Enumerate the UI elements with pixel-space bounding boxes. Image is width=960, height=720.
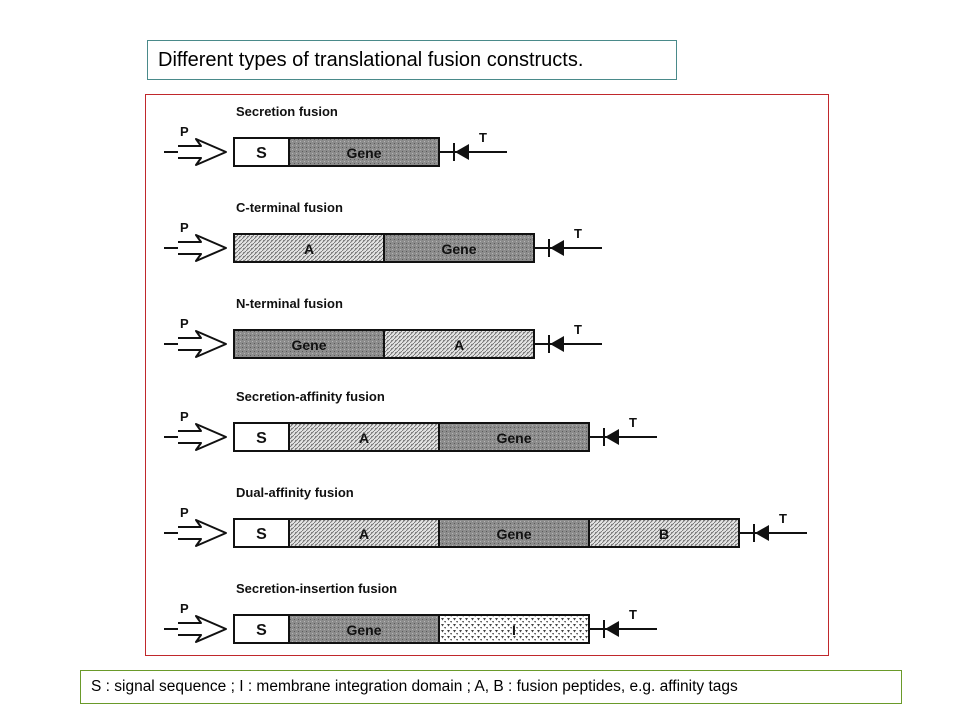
promoter-label: P bbox=[180, 124, 189, 139]
promoter-arrow-icon bbox=[178, 519, 227, 547]
construct-name: C-terminal fusion bbox=[236, 200, 343, 215]
promoter-label: P bbox=[180, 409, 189, 424]
terminator-icon bbox=[550, 336, 564, 352]
segment-label: Gene bbox=[441, 241, 476, 257]
promoter-arrow-icon bbox=[178, 234, 227, 262]
terminator-icon bbox=[605, 429, 619, 445]
terminator-icon bbox=[455, 144, 469, 160]
segment-label: I bbox=[512, 622, 516, 638]
segment-gene bbox=[233, 329, 385, 359]
terminator-label: T bbox=[629, 415, 637, 430]
segment-gene bbox=[438, 422, 590, 452]
promoter-label: P bbox=[180, 316, 189, 331]
construct-name: Secretion fusion bbox=[236, 104, 338, 119]
promoter-label: P bbox=[180, 601, 189, 616]
construct-name: N-terminal fusion bbox=[236, 296, 343, 311]
promoter-arrow-icon bbox=[178, 330, 227, 358]
segment-label: A bbox=[454, 337, 464, 353]
promoter-arrow-icon bbox=[178, 615, 227, 643]
construct-name: Dual-affinity fusion bbox=[236, 485, 354, 500]
promoter-arrow-icon bbox=[178, 423, 227, 451]
segment-label: Gene bbox=[496, 430, 531, 446]
construct-name: Secretion-insertion fusion bbox=[236, 581, 397, 596]
segment-label: S bbox=[256, 622, 267, 639]
segment-label: Gene bbox=[496, 526, 531, 542]
segment-gene bbox=[383, 233, 535, 263]
segment-gene bbox=[288, 614, 440, 644]
segment-affinity bbox=[588, 518, 740, 548]
legend: S : signal sequence ; I : membrane integ… bbox=[80, 670, 902, 704]
segment-signal bbox=[233, 614, 290, 644]
terminator-label: T bbox=[479, 130, 487, 145]
segment-label: Gene bbox=[346, 145, 381, 161]
segment-affinity bbox=[383, 329, 535, 359]
terminator-icon bbox=[605, 621, 619, 637]
terminator-icon bbox=[755, 525, 769, 541]
terminator-label: T bbox=[779, 511, 787, 526]
segment-label: S bbox=[256, 145, 267, 162]
segment-label: Gene bbox=[291, 337, 326, 353]
segment-label: A bbox=[304, 241, 314, 257]
construct-name: Secretion-affinity fusion bbox=[236, 389, 385, 404]
promoter-label: P bbox=[180, 505, 189, 520]
segment-affinity bbox=[288, 518, 440, 548]
page-title: Different types of translational fusion … bbox=[147, 40, 677, 80]
segment-label: B bbox=[659, 526, 669, 542]
terminator-label: T bbox=[629, 607, 637, 622]
segment-insertion bbox=[438, 614, 590, 644]
segment-signal bbox=[233, 422, 290, 452]
segment-affinity bbox=[288, 422, 440, 452]
segment-label: S bbox=[256, 526, 267, 543]
segment-label: S bbox=[256, 430, 267, 447]
terminator-label: T bbox=[574, 226, 582, 241]
terminator-label: T bbox=[574, 322, 582, 337]
segment-label: A bbox=[359, 526, 369, 542]
segment-affinity bbox=[233, 233, 385, 263]
segment-gene bbox=[288, 137, 440, 167]
segment-label: Gene bbox=[346, 622, 381, 638]
promoter-arrow-icon bbox=[178, 138, 227, 166]
segment-label: A bbox=[359, 430, 369, 446]
promoter-label: P bbox=[180, 220, 189, 235]
terminator-icon bbox=[550, 240, 564, 256]
